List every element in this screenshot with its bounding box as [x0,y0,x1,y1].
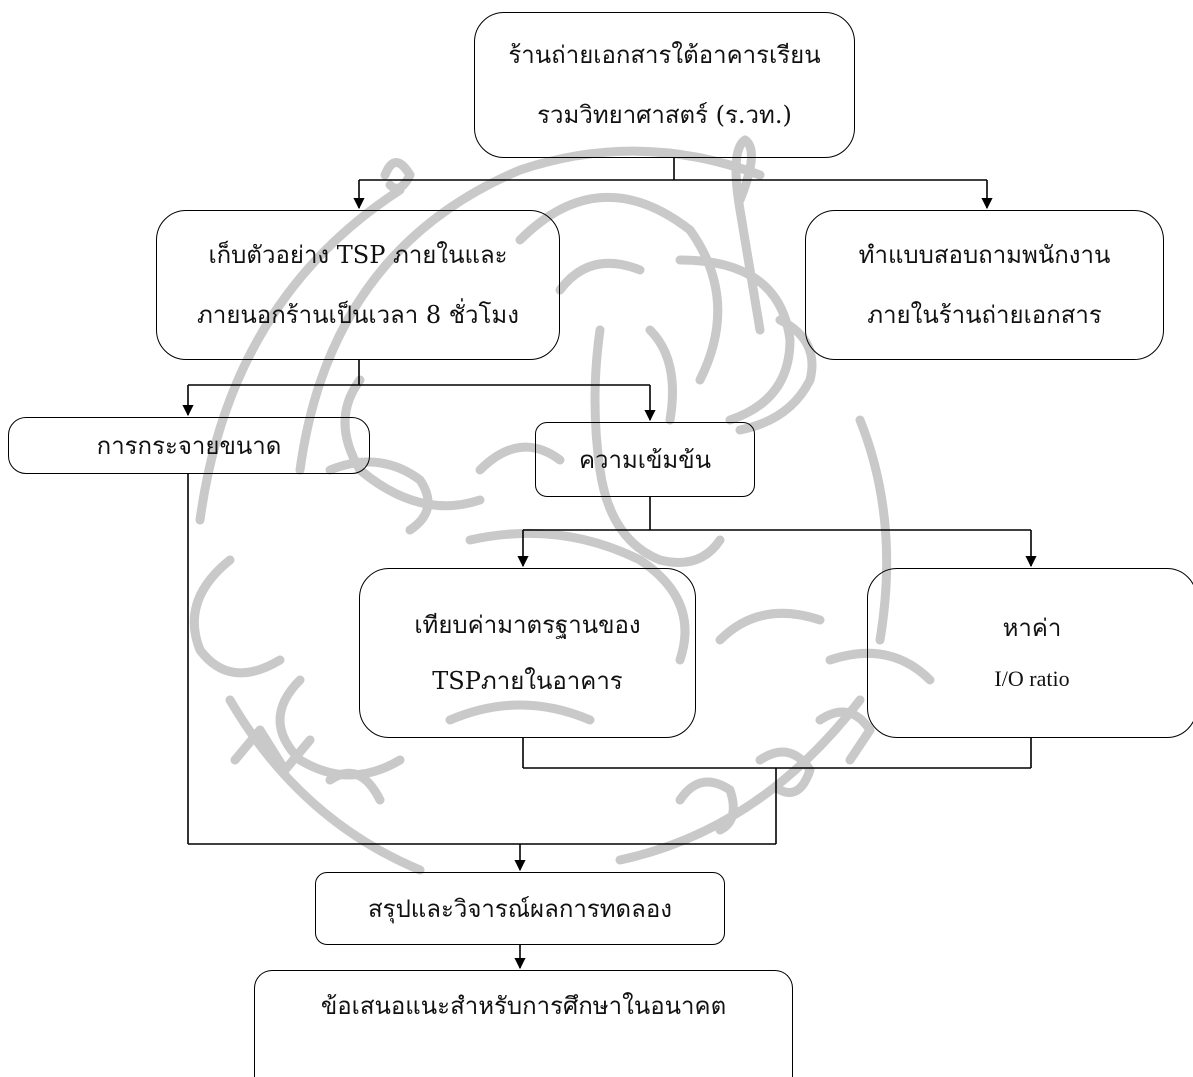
node-concentration: ความเข้มข้น [535,422,755,497]
node-staff-survey-line-2: ภายในร้านถ่ายเอกสาร [867,301,1102,329]
node-standard-comparison-line-1: เทียบค่ามาตรฐานของ [414,610,641,639]
node-photocopy-shop: ร้านถ่ายเอกสารใต้อาคารเรียน รวมวิทยาศาสต… [474,12,855,158]
node-io-ratio: หาค่า I/O ratio [867,568,1193,738]
node-recommendation-label: ข้อเสนอแนะสำหรับการศึกษาในอนาคต [320,992,727,1020]
node-conclusion-label: สรุปและวิจารณ์ผลการทดลอง [368,894,672,923]
node-standard-comparison: เทียบค่ามาตรฐานของ TSPภายในอาคาร [359,568,696,738]
node-tsp-sampling-line-2: ภายนอกร้านเป็นเวลา 8 ชั่วโมง [197,301,519,329]
node-tsp-sampling-line-1: เก็บตัวอย่าง TSP ภายในและ [208,240,508,269]
node-conclusion: สรุปและวิจารณ์ผลการทดลอง [315,872,725,945]
node-tsp-sampling: เก็บตัวอย่าง TSP ภายในและ ภายนอกร้านเป็น… [156,210,560,360]
node-io-ratio-line-1: หาค่า [1002,613,1062,642]
node-recommendation: ข้อเสนอแนะสำหรับการศึกษาในอนาคต [254,970,793,1077]
node-size-distribution: การกระจายขนาด [8,417,370,474]
node-size-distribution-label: การกระจายขนาด [96,431,282,460]
node-staff-survey: ทำแบบสอบถามพนักงาน ภายในร้านถ่ายเอกสาร [805,210,1164,360]
node-photocopy-shop-line-1: ร้านถ่ายเอกสารใต้อาคารเรียน [508,40,821,69]
node-staff-survey-line-1: ทำแบบสอบถามพนักงาน [858,240,1111,269]
node-concentration-label: ความเข้มข้น [578,445,712,474]
node-io-ratio-line-2: I/O ratio [994,666,1070,692]
node-standard-comparison-line-2: TSPภายในอาคาร [432,667,623,695]
node-photocopy-shop-line-2: รวมวิทยาศาสตร์ (ร.วท.) [537,101,792,129]
